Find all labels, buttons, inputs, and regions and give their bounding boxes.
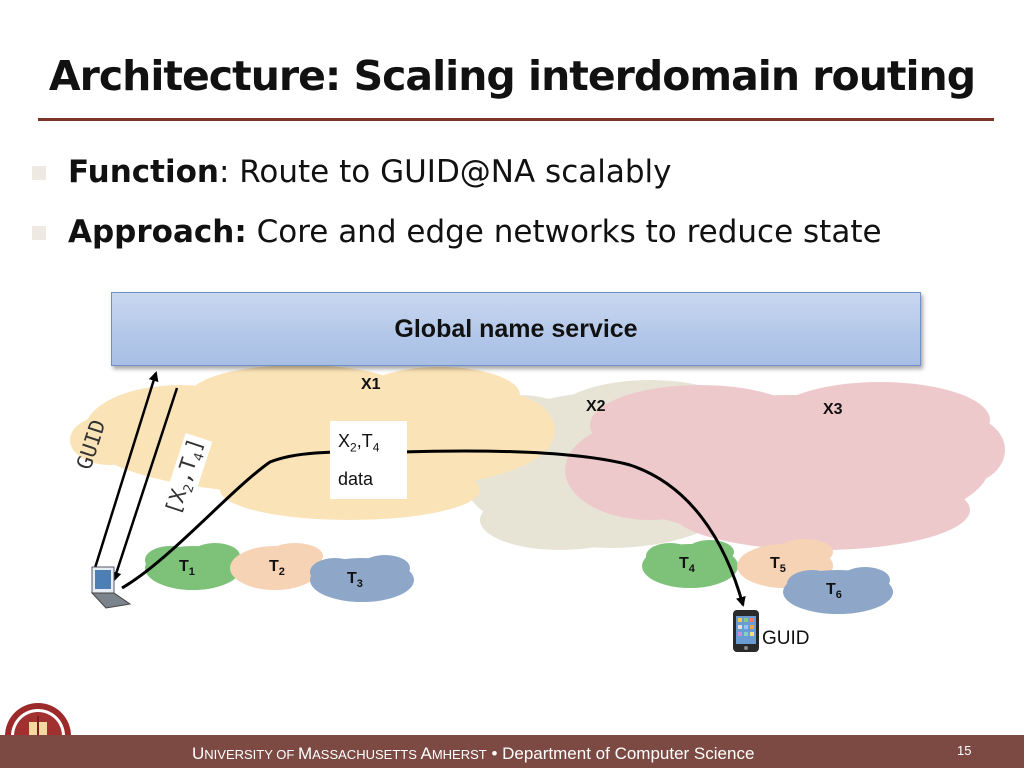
core-label-x1: X1	[361, 376, 381, 393]
phone-icon	[733, 610, 759, 652]
bullet-square-icon	[32, 166, 46, 180]
bullet-function-text: : Route to GUID@NA scalably	[218, 154, 672, 190]
packet-header-locator: X2,T4	[338, 431, 380, 455]
footer-bar: UNIVERSITY OF MASSACHUSETTS AMHERST • De…	[0, 735, 1024, 768]
edge-label-t3: T3	[347, 570, 363, 591]
data-path-arrow	[121, 449, 746, 607]
laptop-icon	[90, 566, 132, 609]
page-number: 15	[957, 743, 972, 758]
edge-label-t5: T5	[770, 555, 786, 576]
core-label-x2: X2	[586, 398, 606, 415]
packet-header-data: data	[338, 469, 374, 489]
locator-reply-arrow	[111, 387, 179, 582]
bullet-approach-text: Core and edge networks to reduce state	[246, 214, 882, 250]
guid-query-arrow	[93, 371, 159, 569]
edge-network-t6-cloud	[783, 567, 893, 614]
edge-network-t3-cloud	[310, 555, 414, 602]
edge-network-t1-cloud	[145, 543, 241, 590]
slide-title: Architecture: Scaling interdomain routin…	[48, 52, 976, 100]
destination-guid-label: GUID	[762, 628, 810, 649]
edge-label-t6: T6	[826, 581, 842, 602]
bullet-function-bold: Function	[68, 154, 219, 190]
edge-label-t2: T2	[269, 558, 285, 579]
footer-text: UNIVERSITY OF MASSACHUSETTS AMHERST • De…	[192, 744, 755, 763]
edge-network-t4-cloud	[642, 540, 738, 588]
edge-label-t4: T4	[679, 555, 695, 576]
edge-network-t2-cloud	[230, 543, 323, 590]
edge-label-t1: T1	[179, 558, 195, 579]
title-divider	[38, 118, 994, 121]
global-name-service-box: Global name service	[111, 292, 921, 366]
core-network-x3-cloud	[565, 382, 1005, 550]
core-label-x3: X3	[823, 401, 843, 418]
bullet-approach-bold: Approach:	[68, 214, 247, 250]
packet-header-box: X2,T4 data	[330, 421, 407, 499]
bullet-square-icon	[32, 226, 46, 240]
